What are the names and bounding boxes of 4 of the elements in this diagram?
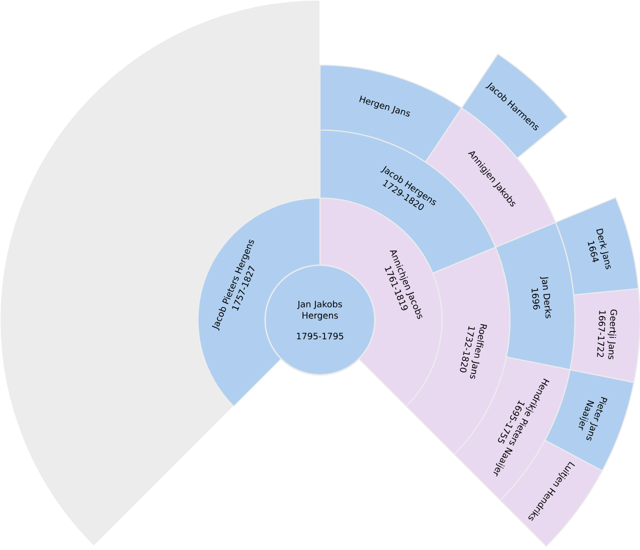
- person-wedge: Jan Jakobs Hergens 1795-1795: [264, 264, 376, 376]
- person-wedge: Jan Derks 1696: [495, 222, 576, 370]
- person-wedge: Geertji Jans 1667-1722: [570, 288, 640, 383]
- person-wedge: Derk Jans 1664: [555, 197, 639, 296]
